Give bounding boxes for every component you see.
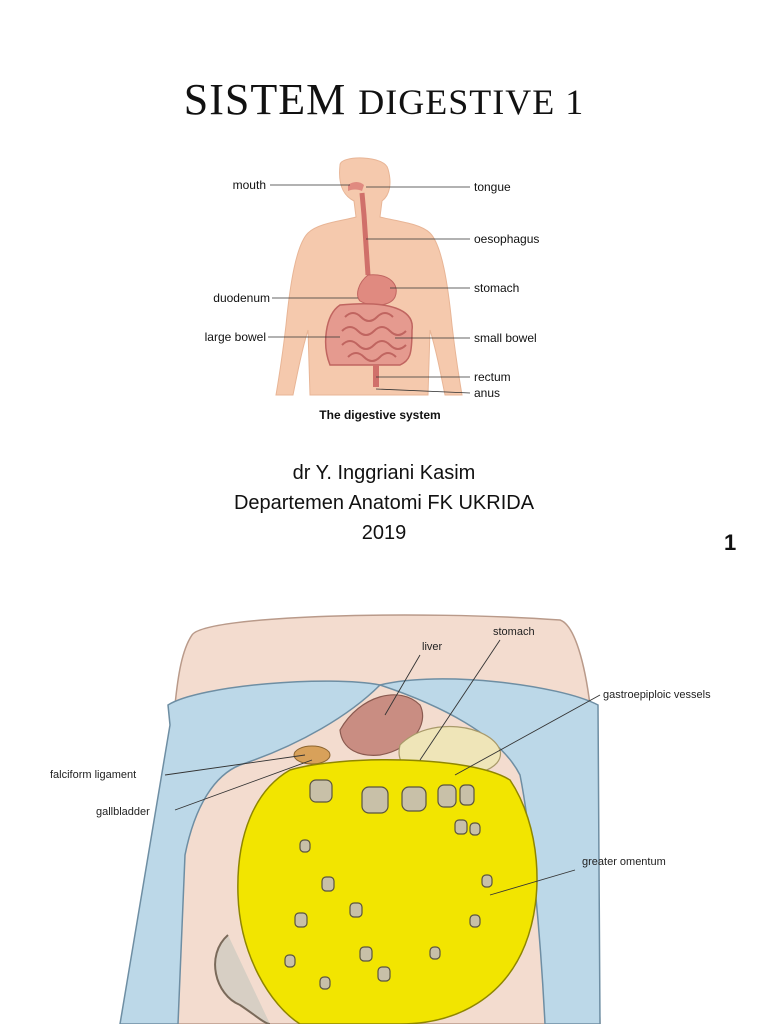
label-gallbladder: gallbladder (96, 806, 150, 818)
label-falciform: falciform ligament (50, 769, 136, 781)
gallbladder-shape (293, 745, 331, 765)
leader-lines (268, 184, 471, 394)
oesophagus-shape (359, 192, 371, 276)
digestive-tract (324, 182, 413, 387)
label-mouth: mouth (233, 178, 266, 192)
label-large-bowel: large bowel (205, 330, 266, 344)
label-stomach-2: stomach (493, 626, 535, 638)
label-anus: anus (474, 386, 500, 400)
greater-omentum-figure: liver stomach gastroepiploic vessels fal… (50, 614, 711, 1024)
title-main: SISTEM (183, 75, 347, 124)
label-small-bowel: small bowel (474, 331, 537, 345)
label-rectum: rectum (474, 370, 511, 384)
left-flap (119, 680, 382, 1024)
label-gastroepiploic: gastroepiploic vessels (603, 689, 711, 701)
label-oesophagus: oesophagus (474, 232, 539, 246)
bowel-left (214, 934, 271, 1024)
stomach-shape (357, 274, 397, 306)
label-tongue: tongue (474, 180, 511, 194)
author-block: dr Y. Inggriani Kasim Departemen Anatomi… (0, 458, 768, 548)
label-liver: liver (422, 641, 443, 653)
slide-number: 1 (724, 530, 737, 555)
label-duodenum: duodenum (213, 291, 270, 305)
omentum-lobules (284, 779, 493, 990)
small-bowel-coils (341, 312, 407, 362)
title-sub: DIGESTIVE 1 (358, 82, 585, 122)
right-flap (377, 678, 601, 1024)
liver-shape (339, 694, 424, 756)
leader-lines-2 (164, 639, 601, 896)
author-name: dr Y. Inggriani Kasim (292, 462, 476, 484)
department: Departemen Anatomi FK UKRIDA (233, 492, 535, 514)
label-greater-omentum: greater omentum (582, 856, 666, 868)
digestive-system-figure: mouth duodenum large bowel tongue oesoph… (205, 157, 539, 422)
slide-title: SISTEM DIGESTIVE 1 (0, 74, 768, 125)
abdomen-illustration (119, 614, 601, 1024)
year: 2019 (361, 522, 407, 544)
figure-caption: The digestive system (319, 408, 440, 422)
slide-2: liver stomach gastroepiploic vessels fal… (0, 575, 768, 1024)
label-stomach: stomach (474, 281, 519, 295)
slide-1: SISTEM DIGESTIVE 1 mouth (0, 74, 768, 555)
mouth-shape (348, 182, 364, 191)
